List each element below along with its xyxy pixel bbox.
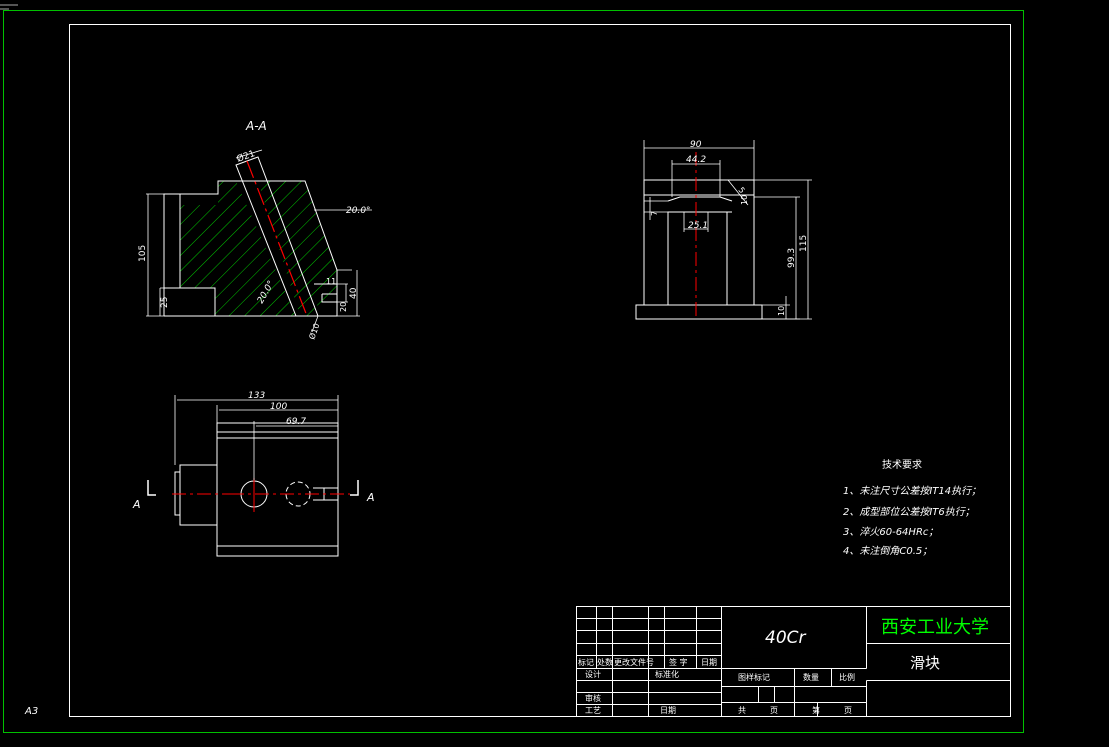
dim-105: 105: [138, 245, 148, 262]
left-step: [164, 205, 216, 316]
dim-20: 20: [339, 302, 348, 312]
lbl-standard: 标准化: [655, 669, 679, 679]
dim-5: 5: [736, 186, 746, 196]
tech-item-2: 2、成型部位公差按IT6执行；: [843, 506, 975, 518]
outer-frame: [3, 10, 1024, 733]
part-name: 滑块: [910, 654, 940, 672]
tech-item-3: 3、淬火60-64HRc；: [843, 526, 938, 538]
title-block-text: 标记 处数 更改文件号 签 字 日期 设计 标准化 审核 工艺 日期 图样标记 …: [578, 657, 855, 715]
hdr-count: 处数: [597, 657, 613, 667]
dim-133: 133: [248, 391, 265, 401]
dim-100: 100: [270, 402, 287, 412]
school-name: 西安工业大学: [881, 617, 989, 638]
lbl-craft: 工艺: [585, 706, 601, 715]
hdr-mark: 标记: [578, 657, 594, 667]
hdr-doc: 更改文件号: [614, 657, 654, 667]
section-view-aa: [163, 156, 338, 317]
dim-115: 115: [799, 235, 809, 252]
dim-10-top: 10: [740, 195, 749, 205]
dim-44-2: 44.2: [686, 155, 706, 165]
lbl-weight: 数量: [803, 672, 819, 682]
tech-item-1: 1、未注尺寸公差按IT14执行；: [843, 485, 981, 497]
section-marker-left: A: [132, 498, 141, 511]
dim-dia10: Ø10: [306, 322, 321, 341]
dim-angle-20-top: 20.0°: [346, 206, 371, 216]
dim-69-7: 69.7: [286, 417, 306, 427]
lbl-page2: 页: [844, 706, 852, 715]
lbl-sheet: 第: [812, 705, 820, 715]
right-step: [314, 283, 337, 303]
hatch-area: [180, 181, 296, 316]
lbl-review: 审核: [585, 693, 601, 703]
dim-dia21: Ø21: [235, 148, 256, 165]
inner-frame: [69, 24, 1011, 717]
dim-25-1: 25.1: [688, 221, 708, 231]
top-dims: [174, 395, 339, 480]
dim-11: 11: [326, 277, 336, 286]
side-dims: [643, 140, 812, 320]
lbl-design: 设计: [585, 669, 601, 679]
lbl-total: 共: [738, 706, 746, 715]
section-title: A-A: [245, 119, 267, 133]
dim-7: 7: [650, 211, 659, 216]
top-centerlines: [172, 478, 350, 512]
section-marker-right: A: [366, 491, 375, 504]
tech-title: 技术要求: [882, 458, 922, 471]
hatch-area-right: [258, 181, 337, 316]
dim-10-bottom: 10: [777, 306, 786, 316]
hdr-sign: 签 字: [669, 657, 688, 667]
bore-centerline: [246, 160, 308, 317]
section-dims: [146, 149, 372, 333]
hdr-date: 日期: [701, 658, 717, 667]
tech-item-4: 4、未注倒角C0.5；: [843, 545, 932, 557]
lbl-stage-mark: 图样标记: [738, 672, 770, 682]
material-label: 40Cr: [765, 628, 807, 648]
top-view: [147, 422, 359, 557]
dim-90: 90: [690, 140, 702, 150]
dim-99-3: 99.3: [787, 248, 797, 268]
lbl-date: 日期: [660, 706, 676, 715]
title-block-lines: [576, 606, 1011, 717]
lbl-page: 页: [770, 706, 778, 715]
dim-25: 25: [160, 297, 170, 308]
sheet-size-label: A3: [24, 706, 38, 717]
lbl-scale: 比例: [839, 672, 855, 682]
corner-mark: [0, 4, 18, 10]
dim-40: 40: [349, 287, 359, 299]
